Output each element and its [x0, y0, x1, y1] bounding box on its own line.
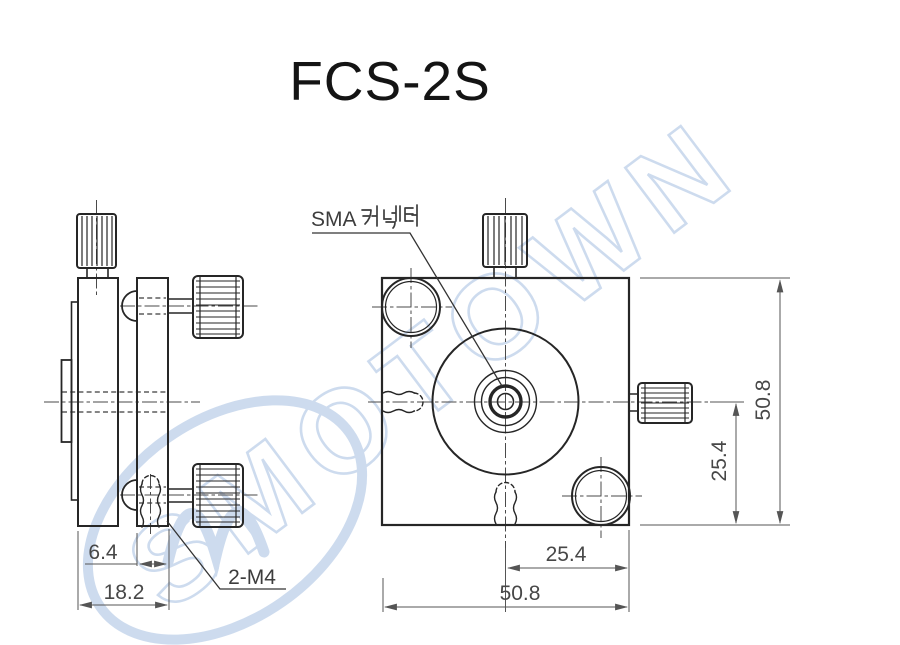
- sma-leader-line: [312, 232, 503, 387]
- front-bottom-right-knob-circle: [571, 466, 631, 526]
- side-lower-right-knob: [168, 463, 244, 528]
- side-lower-right-knob-knurling: [196, 468, 240, 523]
- front-top-knob-knurling: [487, 216, 523, 265]
- dim-front-width: 50.8: [500, 582, 541, 605]
- watermark-logo-monogram: [162, 506, 270, 578]
- front-top-knob: [482, 213, 528, 278]
- sma-label-latin: SMA: [311, 208, 357, 231]
- watermark: SMOTOWN: [82, 92, 764, 645]
- side-view: [44, 200, 258, 534]
- front-m4-thread-left: [382, 390, 424, 414]
- side-m4-thread: [139, 474, 162, 528]
- side-sma-barrel: [60, 359, 73, 443]
- side-upper-right-knob: [168, 275, 244, 339]
- m4-callout-label: 2-M4: [228, 566, 276, 589]
- watermark-text: SMOTOWN: [104, 93, 763, 635]
- callouts: SMA 2-M4: [166, 204, 503, 590]
- dimensions: 6.4 18.2 25.4 50.8 50.8 25.4: [77, 277, 790, 612]
- dim-side-plate-thickness: 6.4: [88, 541, 118, 564]
- sma-korean-glyphs: [361, 204, 418, 229]
- front-view: [368, 198, 708, 558]
- extension-lines: [77, 277, 790, 612]
- side-top-knob-knurling: [81, 216, 113, 266]
- side-top-knob: [76, 213, 117, 278]
- dimension-lines: [78, 279, 784, 611]
- drawing-title: FCS-2S: [289, 50, 491, 112]
- front-top-left-knob-circle: [381, 277, 441, 337]
- front-m4-thread-bottom: [493, 481, 518, 525]
- side-ball-plungers: [121, 290, 138, 511]
- dim-front-center-offset-bottom: 25.4: [546, 543, 587, 566]
- dim-front-height: 50.8: [752, 380, 775, 421]
- front-sma-connector: [473, 369, 538, 434]
- dim-side-total-depth: 18.2: [104, 581, 145, 604]
- front-body-plate: [380, 276, 631, 527]
- side-view-centerlines: [44, 200, 258, 534]
- side-upper-right-knob-knurling: [196, 280, 240, 335]
- front-right-knob-knurling: [641, 387, 689, 419]
- front-right-knob: [629, 382, 693, 424]
- side-rear-plate: [136, 277, 169, 527]
- m4-leader-line: [166, 520, 286, 590]
- dim-front-center-offset-right: 25.4: [708, 440, 731, 481]
- front-rotating-disc: [431, 327, 580, 476]
